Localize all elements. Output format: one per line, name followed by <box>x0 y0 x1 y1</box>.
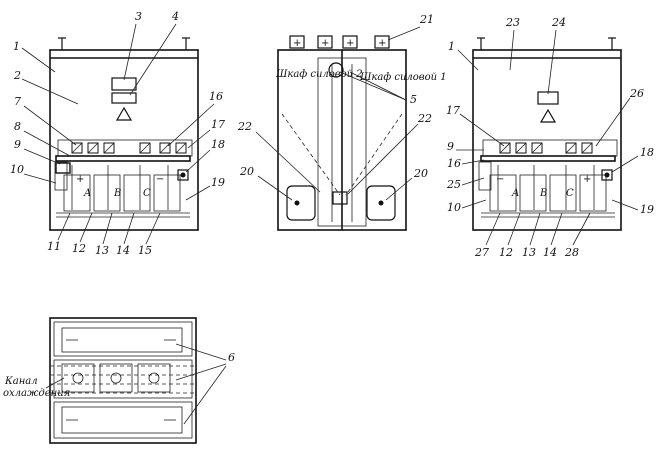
phase-b-label-right: B <box>539 188 547 199</box>
callout-16-right: 16 <box>447 157 461 170</box>
warning-triangle-icon <box>115 106 133 121</box>
minus-sign-left: − <box>156 174 164 185</box>
plus-sign-left: + <box>76 174 84 185</box>
callout-1-right: 1 <box>448 40 455 53</box>
callout-14-left: 14 <box>116 244 130 257</box>
callout-21: 21 <box>419 13 434 26</box>
phase-b-label-left: B <box>113 188 121 199</box>
callout-8: 8 <box>14 120 21 133</box>
callout-22-right: 22 <box>417 112 432 125</box>
top-fan-icon <box>328 62 344 78</box>
callout-6: 6 <box>228 351 235 364</box>
callout-11: 11 <box>47 240 61 253</box>
callout-17-right: 17 <box>446 104 460 117</box>
capacitor-compartments-left <box>63 165 181 212</box>
top-view-cooling <box>49 317 197 444</box>
right-bottom-unit <box>366 185 396 221</box>
minus-sign-right: − <box>496 174 504 185</box>
callout-12-left: 12 <box>72 242 86 255</box>
cabinet-2-caption: Шкаф силовой 2 <box>275 69 363 80</box>
terminal-4-sign: + <box>378 38 386 49</box>
left-bottom-unit <box>286 185 316 221</box>
callout-17-left: 17 <box>211 118 225 131</box>
callout-27: 27 <box>474 246 489 259</box>
callout-10-right: 10 <box>447 201 461 214</box>
callout-9-right: 9 <box>447 140 454 153</box>
callout-2-left: 2 <box>13 69 21 82</box>
capacitor-compartments-right <box>489 165 607 212</box>
callout-20-right: 20 <box>413 167 428 180</box>
callout-23: 23 <box>505 16 520 29</box>
callout-26: 26 <box>629 87 644 100</box>
cooling-channel-caption-line1: Канал <box>4 376 38 387</box>
top-view-callouts: 6 Канал охлаждения <box>3 343 235 425</box>
callout-14-right: 14 <box>543 246 557 259</box>
callout-24: 24 <box>551 16 566 29</box>
display-top <box>111 77 137 91</box>
plus-sign-right: + <box>583 174 591 185</box>
left-cabinet: A B C + − <box>49 37 199 231</box>
callout-12-right: 12 <box>499 246 513 259</box>
display-bottom <box>111 92 137 104</box>
callout-19-left: 19 <box>211 176 225 189</box>
callout-18-right: 18 <box>640 146 654 159</box>
terminal-1-sign: + <box>293 38 301 49</box>
callout-3: 3 <box>135 10 142 23</box>
callout-1-left: 1 <box>13 40 20 53</box>
callout-7: 7 <box>14 95 21 108</box>
callout-20-left: 20 <box>239 165 254 178</box>
middle-cabinet: + + + + <box>277 35 407 231</box>
cabinet-1-caption: Шкаф силовой 1 <box>359 72 447 83</box>
breaker-row-left <box>71 142 187 154</box>
callout-4: 4 <box>171 10 179 23</box>
callout-28: 28 <box>564 246 579 259</box>
callout-9-left: 9 <box>14 138 21 151</box>
callout-5: 5 <box>410 93 417 106</box>
breaker-row-right <box>499 142 593 154</box>
middle-cabinet-callouts: Шкаф силовой 2 Шкаф силовой 1 21 5 22 22… <box>237 13 447 201</box>
terminal-2-sign: + <box>321 38 329 49</box>
left-cabinet-callouts: 1 2 3 4 7 8 9 10 16 17 18 19 11 12 13 14… <box>10 10 225 257</box>
phase-a-label-right: A <box>511 188 519 199</box>
callout-22-left: 22 <box>237 120 252 133</box>
callout-18-left: 18 <box>211 138 225 151</box>
callout-13-right: 13 <box>522 246 536 259</box>
terminal-3-sign: + <box>346 38 354 49</box>
phase-c-label-left: C <box>143 188 151 199</box>
callout-13-left: 13 <box>95 244 109 257</box>
callout-15: 15 <box>138 244 152 257</box>
top-terminals: + + + + <box>289 35 390 49</box>
callout-19-right: 19 <box>640 203 654 216</box>
phase-c-label-right: C <box>566 188 574 199</box>
warning-triangle-right-icon <box>539 108 557 123</box>
cooling-channel-caption-line2: охлаждения <box>3 388 70 399</box>
callout-16-left: 16 <box>209 90 223 103</box>
right-cabinet-callouts: 1 23 24 26 17 9 16 25 10 18 19 27 12 13 … <box>446 16 654 259</box>
callout-25: 25 <box>446 178 461 191</box>
callout-10-left: 10 <box>10 163 24 176</box>
right-cabinet: A B C + − <box>472 37 622 231</box>
phase-a-label-left: A <box>83 188 91 199</box>
